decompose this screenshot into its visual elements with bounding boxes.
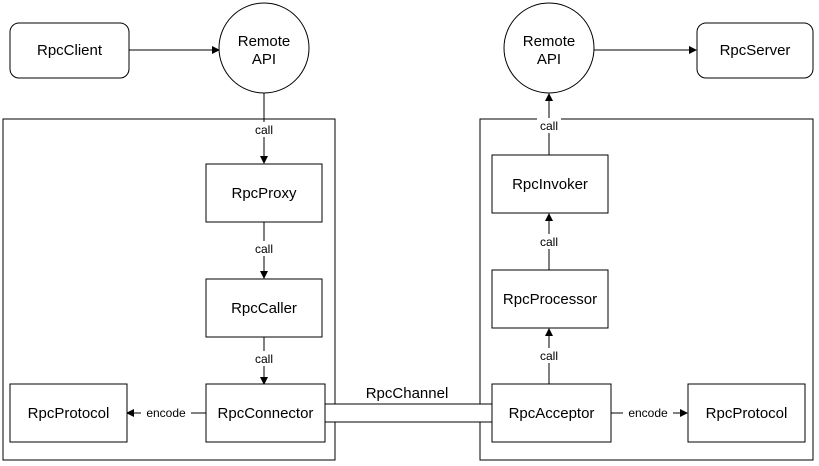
encode-label: encode <box>146 406 186 420</box>
rpc-channel-label: RpcChannel <box>366 385 449 402</box>
rpc-connector-label: RpcConnector <box>218 405 314 422</box>
call-label-bg <box>537 118 561 133</box>
call-label: call <box>540 119 558 133</box>
call-label: call <box>540 235 558 249</box>
client-remote-api-line1: Remote <box>238 33 291 50</box>
rpc-server-label: RpcServer <box>720 42 791 59</box>
encode-label-bg <box>623 405 673 420</box>
call-label: call <box>540 349 558 363</box>
rpc-server-box <box>696 22 814 79</box>
rpc-invoker-box <box>491 154 609 214</box>
rpc-processor-box <box>491 269 609 329</box>
server-rpc-protocol-label: RpcProtocol <box>706 405 788 422</box>
rpc-invoker-label: RpcInvoker <box>512 176 588 193</box>
call-label-bg <box>252 351 276 366</box>
server-rpc-protocol-box <box>687 383 806 443</box>
encode-label-bg <box>141 405 191 420</box>
server-remote-api-line2: API <box>537 51 561 68</box>
rpc-caller-box <box>205 278 323 338</box>
rpc-acceptor-box <box>491 383 612 443</box>
rpc-client-label: RpcClient <box>37 42 103 59</box>
rpc-acceptor-label: RpcAcceptor <box>509 405 595 422</box>
call-label-bg <box>252 241 276 256</box>
call-label-bg <box>537 234 561 249</box>
call-label: call <box>255 352 273 366</box>
rpc-processor-label: RpcProcessor <box>503 291 597 308</box>
call-label-bg <box>252 122 276 137</box>
rpc-caller-label: RpcCaller <box>231 300 297 317</box>
encode-label: encode <box>628 406 668 420</box>
rpc-channel-pipe <box>324 403 494 423</box>
client-rpc-protocol-label: RpcProtocol <box>28 405 110 422</box>
client-remote-api-line2: API <box>252 51 276 68</box>
call-label: call <box>255 242 273 256</box>
call-label: call <box>255 123 273 137</box>
rpc-proxy-label: RpcProxy <box>231 185 297 202</box>
client-rpc-protocol-box <box>9 383 128 443</box>
server-remote-api-line1: Remote <box>523 33 576 50</box>
call-label-bg <box>537 348 561 363</box>
rpc-proxy-box <box>205 163 323 223</box>
rpc-connector-box <box>205 383 326 443</box>
